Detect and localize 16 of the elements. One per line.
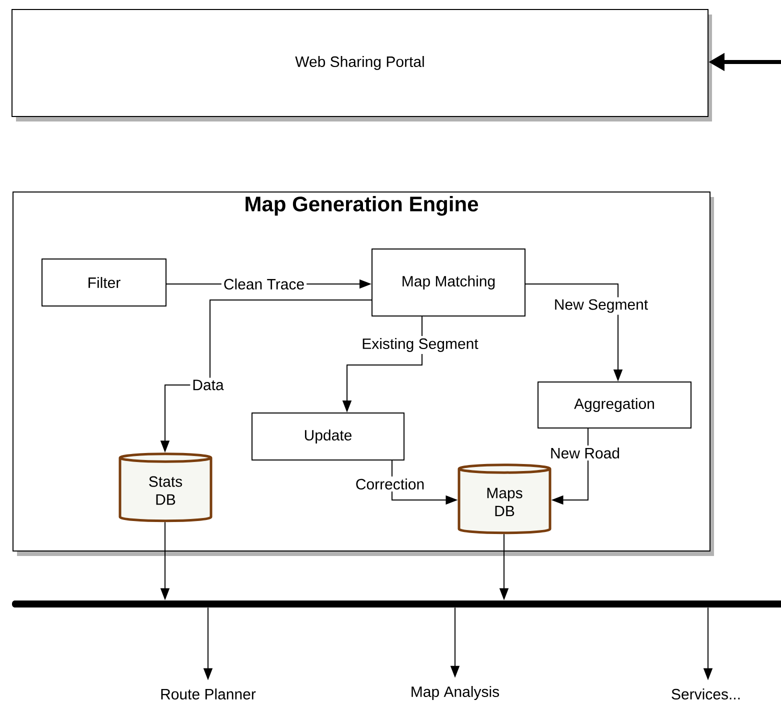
portal-box: Web Sharing Portal — [12, 9, 712, 122]
output-label: Map Analysis — [412, 686, 500, 700]
process-box: Filter — [42, 258, 166, 306]
edge-label: Correction — [353, 476, 427, 492]
edge-label: Clean Trace — [221, 276, 307, 292]
output-label: Services... — [672, 688, 740, 700]
process-box: Map Matching — [372, 248, 526, 316]
process-box: Update — [252, 412, 404, 460]
database-cylinder: Maps DB — [458, 464, 552, 534]
edge-label: Existing Segment — [360, 336, 480, 354]
database-cylinder: Stats DB — [118, 452, 212, 522]
edge-label: New Road — [548, 446, 622, 461]
output-label: Route Planner — [161, 688, 256, 700]
edge-label: Data — [190, 378, 226, 392]
process-box: Aggregation — [538, 382, 692, 428]
edge-label: New Segment — [552, 297, 650, 315]
